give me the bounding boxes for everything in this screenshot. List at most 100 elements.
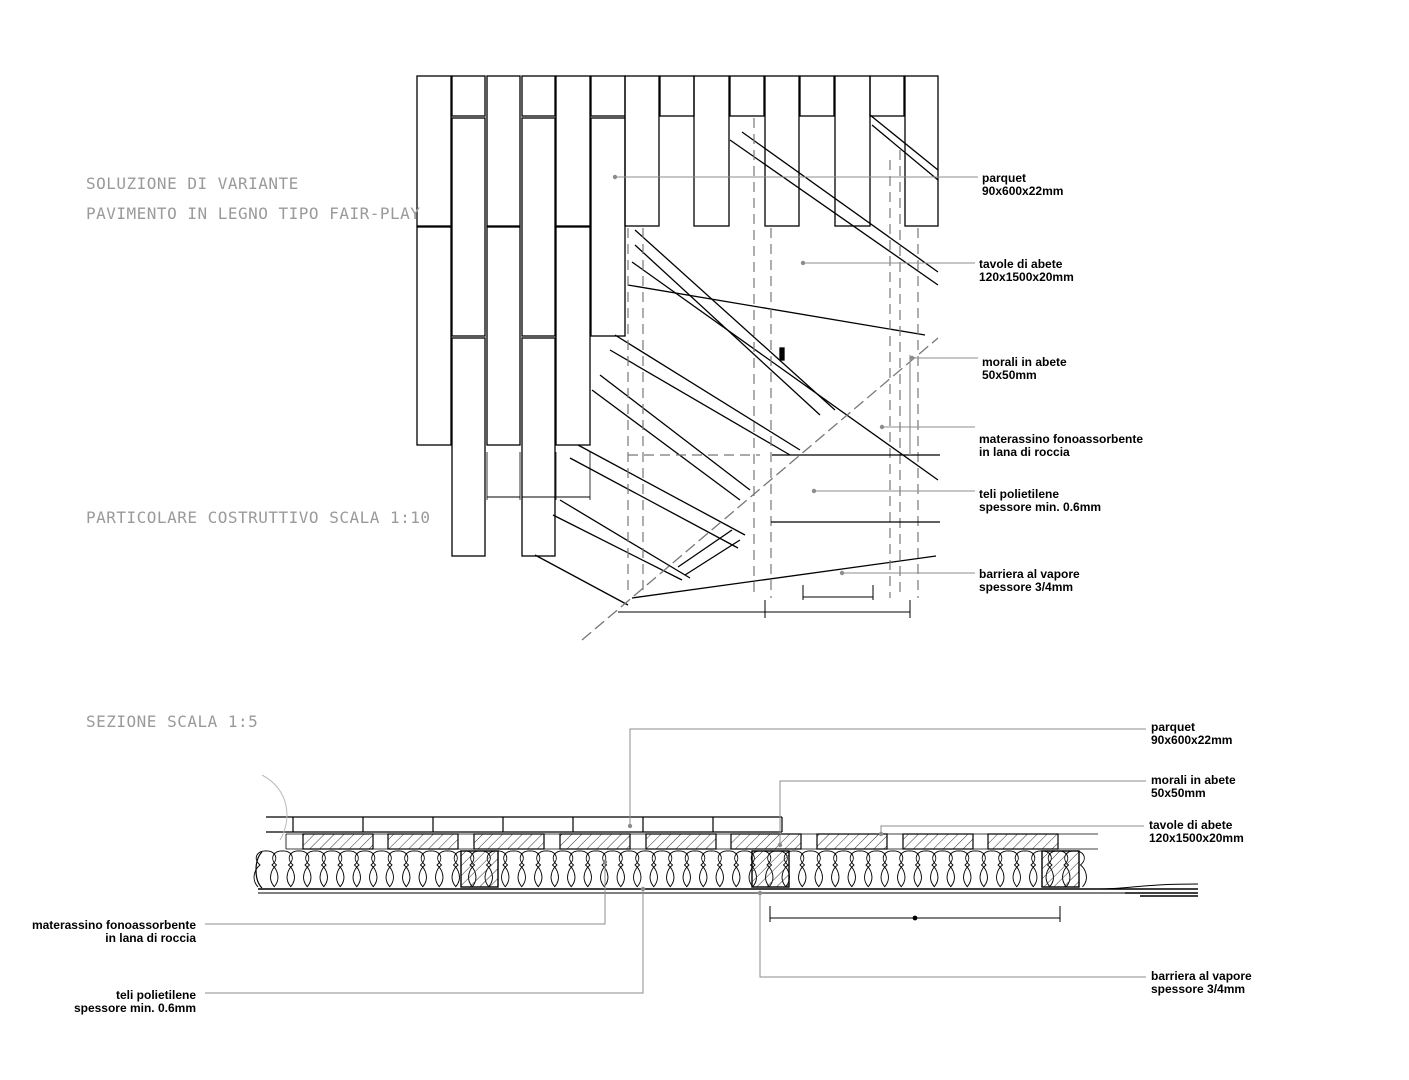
- leader-line: [759, 893, 1146, 978]
- plan-label-tavole: tavole di abete 120x1500x20mm: [979, 257, 1074, 284]
- fir-board-edge: [569, 457, 739, 549]
- fir-board-edge: [631, 261, 939, 481]
- insulation-cell: [385, 850, 411, 888]
- fir-board-edge: [869, 114, 939, 171]
- leader-dot: [839, 570, 845, 576]
- fir-board: [730, 833, 802, 850]
- insulation-cell: [402, 850, 427, 888]
- parquet-board: [451, 337, 486, 557]
- leader-dot: [800, 260, 806, 266]
- parquet-board: [416, 226, 452, 446]
- insulation-cell: [715, 850, 741, 888]
- parquet-board: [521, 75, 556, 117]
- parquet-board: [869, 75, 905, 117]
- fir-board: [987, 833, 1059, 850]
- fir-board: [816, 833, 888, 850]
- insulation-cell: [616, 850, 642, 888]
- fir-board-edge: [871, 124, 939, 181]
- fir-board-edge: [599, 374, 751, 491]
- membrane-end: [1097, 883, 1199, 890]
- insulation-cell: [847, 850, 873, 888]
- fir-board-edge: [741, 131, 939, 273]
- insulation-cell: [946, 850, 972, 888]
- parquet-board: [451, 75, 486, 117]
- fir-board-edge: [634, 229, 836, 411]
- plan-label-morali: morali in abete 50x50mm: [982, 355, 1067, 382]
- section-title: SEZIONE SCALA 1:5: [86, 712, 259, 731]
- leader-dot: [777, 842, 783, 848]
- insulation-cell: [303, 850, 328, 888]
- fir-board: [473, 833, 545, 850]
- board-end: [684, 539, 741, 576]
- parquet-board: [659, 75, 695, 117]
- insulation-cell: [517, 850, 543, 888]
- fir-joist: [1041, 850, 1080, 888]
- leader-line: [205, 862, 606, 925]
- fir-board-edge: [634, 244, 821, 416]
- joist-dashed-lines: [627, 118, 919, 598]
- parquet-board: [521, 337, 556, 557]
- fir-board-edge: [729, 139, 939, 286]
- fir-board-edge: [627, 284, 926, 336]
- insulation-cell: [352, 850, 378, 888]
- insulation-edge: [255, 851, 263, 889]
- leader-dot: [627, 823, 633, 829]
- fir-board: [645, 833, 717, 850]
- plan-label-materassino: materassino fonoassorbente in lana di ro…: [979, 432, 1144, 459]
- leader-dot: [878, 831, 884, 837]
- parquet-board: [729, 75, 765, 117]
- fir-board: [387, 833, 459, 850]
- plan-label-teli: teli polietilene spessore min. 0.6mm: [979, 487, 1102, 514]
- insulation-cell: [567, 850, 592, 888]
- leader-dot: [811, 488, 817, 494]
- insulation-cell: [649, 850, 675, 888]
- parquet-board: [590, 117, 626, 337]
- dimension-dot: [912, 915, 918, 921]
- fir-joist: [751, 850, 790, 888]
- section-label-tavole: tavole di abete 120x1500x20mm: [1149, 818, 1244, 845]
- fir-board-edge: [614, 334, 801, 451]
- vapour-barrier-edge: [631, 555, 937, 599]
- leader-line: [880, 825, 1144, 834]
- parquet-board: [555, 75, 591, 227]
- insulation-cell: [336, 850, 361, 888]
- parquet-board: [451, 117, 486, 337]
- fir-board-diagonals: [534, 114, 939, 641]
- insulation-cell: [286, 850, 312, 888]
- fir-board: [559, 833, 631, 850]
- plan-leader-lines: [612, 174, 978, 576]
- section-detail: [253, 774, 1199, 922]
- leader-dot: [879, 424, 885, 430]
- fir-board-edge: [559, 499, 691, 579]
- insulation-cell: [501, 850, 526, 888]
- parquet-board: [624, 75, 660, 227]
- variant-title: SOLUZIONE DI VARIANTE: [86, 174, 299, 193]
- insulation-cell: [319, 850, 345, 888]
- insulation-cell: [963, 850, 988, 888]
- insulation-cell: [435, 850, 460, 888]
- insulation-cell: [418, 850, 444, 888]
- insulation-cell: [682, 850, 708, 888]
- leader-dot: [612, 174, 618, 180]
- fir-board-edge: [577, 444, 746, 536]
- parquet-board: [693, 75, 730, 227]
- parquet-board: [764, 75, 800, 227]
- insulation-cell: [699, 850, 724, 888]
- section-label-barriera: barriera al vapore spessore 3/4mm: [1151, 969, 1252, 996]
- joint-marker: [779, 347, 785, 361]
- insulation-cell: [814, 850, 840, 888]
- plan-detail: [416, 75, 940, 641]
- board-end: [677, 529, 733, 568]
- insulation-cell: [996, 850, 1021, 888]
- insulation-cell: [369, 850, 394, 888]
- fir-joist: [460, 850, 499, 888]
- section-label-teli: teli polietilene spessore min. 0.6mm: [73, 988, 196, 1015]
- parquet-boards: [416, 75, 939, 557]
- parquet-board: [555, 226, 591, 446]
- fir-board-edge: [609, 349, 791, 456]
- parquet-board: [904, 75, 939, 227]
- insulation-cell: [930, 850, 955, 888]
- leader-dot: [909, 355, 915, 361]
- fir-board: [902, 833, 974, 850]
- insulation-cell: [534, 850, 559, 888]
